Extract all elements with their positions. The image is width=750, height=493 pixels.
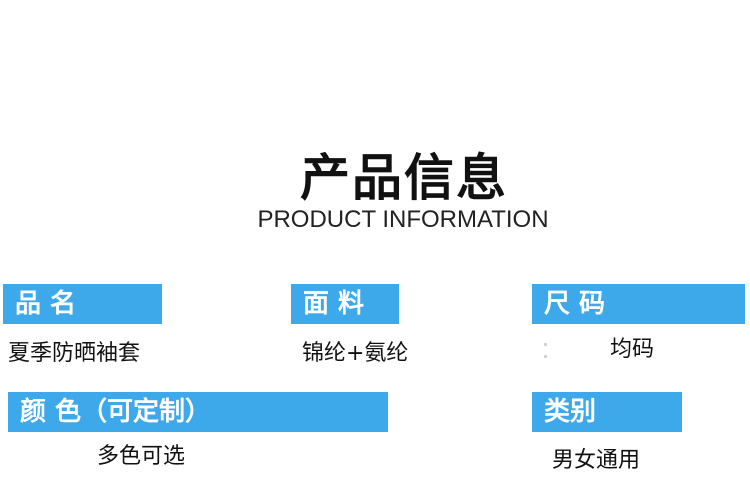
name-value: 夏季防晒袖套	[8, 341, 141, 366]
size-label: 尺 码	[532, 284, 745, 324]
category-label: 类别	[532, 392, 682, 432]
size-value: 均码	[610, 337, 655, 362]
name-label: 品 名	[3, 284, 162, 324]
fabric-value: 锦纶+氨纶	[302, 341, 409, 366]
page-subtitle: PRODUCT INFORMATION	[257, 206, 549, 233]
fabric-label: 面 料	[291, 284, 399, 324]
color-label: 颜 色（可定制）	[8, 392, 388, 432]
color-value: 多色可选	[97, 444, 186, 469]
page-title: 产品信息	[300, 149, 508, 207]
category-value: 男女通用	[552, 448, 641, 473]
decorative-dot	[544, 343, 547, 346]
decorative-dot	[544, 355, 547, 358]
